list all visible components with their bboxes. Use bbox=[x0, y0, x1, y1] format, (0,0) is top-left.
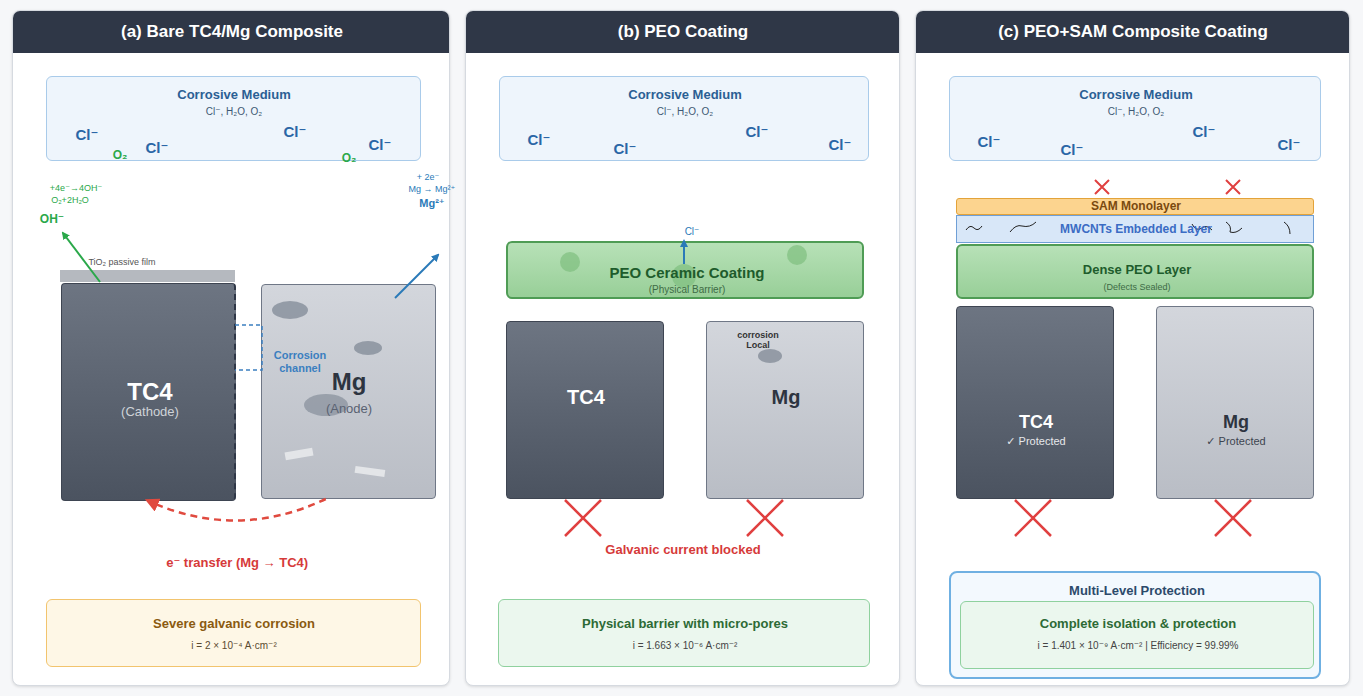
node-text: (Defects Sealed) bbox=[1103, 282, 1170, 292]
node-text: Cl⁻ bbox=[746, 123, 769, 140]
annotation: Corrosion channel bbox=[269, 349, 331, 374]
annotation: +4e⁻→4OH⁻ bbox=[50, 183, 102, 193]
annotation: Galvanic current blocked bbox=[605, 543, 760, 558]
node-text: Corrosive Medium bbox=[1079, 88, 1192, 103]
node-text: Complete isolation & protection bbox=[1040, 617, 1236, 632]
node-text: Cl⁻ bbox=[1278, 136, 1301, 153]
node-text: Cl⁻ bbox=[829, 136, 852, 153]
node-text: Cl⁻ bbox=[1193, 123, 1216, 140]
node-text: Mg bbox=[332, 368, 367, 396]
node-text: Physical barrier with micro-pores bbox=[582, 617, 788, 632]
node-text: Cl⁻ bbox=[528, 131, 551, 148]
medium-box: Corrosive MediumCl⁻, H₂O, O₂ Cl⁻ Cl⁻ Cl⁻ Cl⁻ bbox=[949, 76, 1321, 161]
result-box: Complete isolation & protection i = 1.401… bbox=[960, 601, 1314, 669]
node-text: (c) PEO+SAM Composite Coating bbox=[998, 22, 1268, 42]
node-text: SAM Monolayer bbox=[1091, 200, 1181, 214]
node-text: TC4 bbox=[127, 378, 172, 406]
medium-box: Corrosive MediumCl⁻, H₂O, O₂ Cl⁻ Cl⁻ Cl⁻ Cl⁻ bbox=[499, 76, 869, 161]
node-text: Mg bbox=[772, 386, 801, 409]
node-text: TC4 bbox=[567, 386, 605, 409]
node-text: (Cathode) bbox=[121, 405, 179, 420]
node-text: i = 1.663 × 10⁻⁶ A·cm⁻² bbox=[633, 640, 738, 652]
annotation: TiO₂ passive film bbox=[88, 257, 155, 267]
substrate-block: Mg corrosion Local bbox=[706, 321, 864, 499]
node-text: Cl⁻ bbox=[1061, 141, 1084, 158]
substrate-block: Mg ✓ Protected bbox=[1156, 306, 1314, 499]
edge-label: e⁻ transfer (Mg → TC4) bbox=[166, 555, 308, 570]
annotation: OH⁻ bbox=[40, 213, 64, 227]
node-text: TC4 bbox=[1019, 412, 1053, 433]
sam-layer: SAM Monolayer bbox=[956, 198, 1314, 215]
node-text: Mg bbox=[1223, 412, 1249, 433]
node-text: i = 1.401 × 10⁻⁹ A·cm⁻² | Efficiency = 9… bbox=[1038, 640, 1239, 652]
node-text: O₂ bbox=[113, 149, 128, 163]
node-text: O₂ bbox=[342, 152, 357, 166]
annotation: Mg → Mg²⁺ bbox=[409, 184, 456, 194]
node-text: Cl⁻, H₂O, O₂ bbox=[1108, 106, 1164, 118]
node-text: (Anode) bbox=[326, 402, 372, 417]
node-text: i = 2 × 10⁻⁴ A·cm⁻² bbox=[191, 640, 276, 652]
panel: (c) PEO+SAM Composite CoatingCorrosive M… bbox=[915, 10, 1350, 686]
annotation: + 2e⁻ bbox=[417, 172, 440, 182]
anode-block: Mg (Anode) bbox=[261, 284, 436, 499]
node-text: Cl⁻, H₂O, O₂ bbox=[206, 106, 262, 118]
substrate-block: TC4 bbox=[506, 321, 664, 499]
node-text: Cl⁻ bbox=[614, 140, 637, 157]
node-text: Cl⁻ bbox=[146, 139, 169, 156]
node-text: Cl⁻ bbox=[369, 136, 392, 153]
node-text: Cl⁻ bbox=[284, 123, 307, 140]
substrate-block: TC4 ✓ Protected bbox=[956, 306, 1114, 499]
medium-box: Corrosive MediumCl⁻, H₂O, O₂ Cl⁻ Cl⁻ Cl⁻ Cl⁻… bbox=[46, 76, 421, 161]
node-text: Corrosive Medium bbox=[628, 88, 741, 103]
node-text: (a) Bare TC4/Mg Composite bbox=[121, 22, 343, 42]
node-text: Severe galvanic corrosion bbox=[153, 617, 315, 632]
summary-box: Multi-Level ProtectionComplete isolation… bbox=[949, 571, 1321, 679]
coating-layer: PEO Ceramic Coating (Physical Barrier) bbox=[506, 241, 864, 299]
node-text: Multi-Level Protection bbox=[1069, 584, 1205, 599]
node-text: Cl⁻ bbox=[978, 133, 1001, 150]
result-box: Severe galvanic corrosion i = 2 × 10⁻⁴ A·… bbox=[46, 599, 421, 667]
panel: (b) PEO CoatingCorrosive MediumCl⁻, H₂O,… bbox=[465, 10, 900, 686]
node-text: MWCNTs Embedded Layer bbox=[1060, 223, 1212, 237]
node-text: corrosion Local bbox=[732, 330, 784, 351]
panel: (a) Bare TC4/Mg CompositeCorrosive Mediu… bbox=[12, 10, 450, 686]
node-text: Cl⁻ bbox=[76, 126, 99, 143]
annotation: O₂+2H₂O bbox=[51, 195, 89, 205]
node-text: (b) PEO Coating bbox=[618, 22, 748, 42]
node-text: ✓ Protected bbox=[1206, 435, 1265, 448]
cnt-layer: MWCNTs Embedded Layer bbox=[956, 215, 1314, 243]
cathode-block: TC4(Cathode) bbox=[61, 283, 236, 501]
node-text: Dense PEO Layer bbox=[1083, 263, 1191, 278]
node-text: Corrosive Medium bbox=[177, 88, 290, 103]
node-text: ✓ Protected bbox=[1006, 435, 1065, 448]
result-box: Physical barrier with micro-pores i = 1.6… bbox=[498, 599, 870, 667]
node-text: PEO Ceramic Coating bbox=[609, 264, 764, 281]
node-text: Cl⁻, H₂O, O₂ bbox=[657, 106, 713, 118]
annotation: Mg²⁺ bbox=[419, 197, 444, 210]
node-text: (Physical Barrier) bbox=[649, 284, 726, 296]
annotation: Cl⁻ bbox=[685, 226, 700, 238]
coating-layer: Dense PEO Layer (Defects Sealed) bbox=[956, 244, 1314, 299]
